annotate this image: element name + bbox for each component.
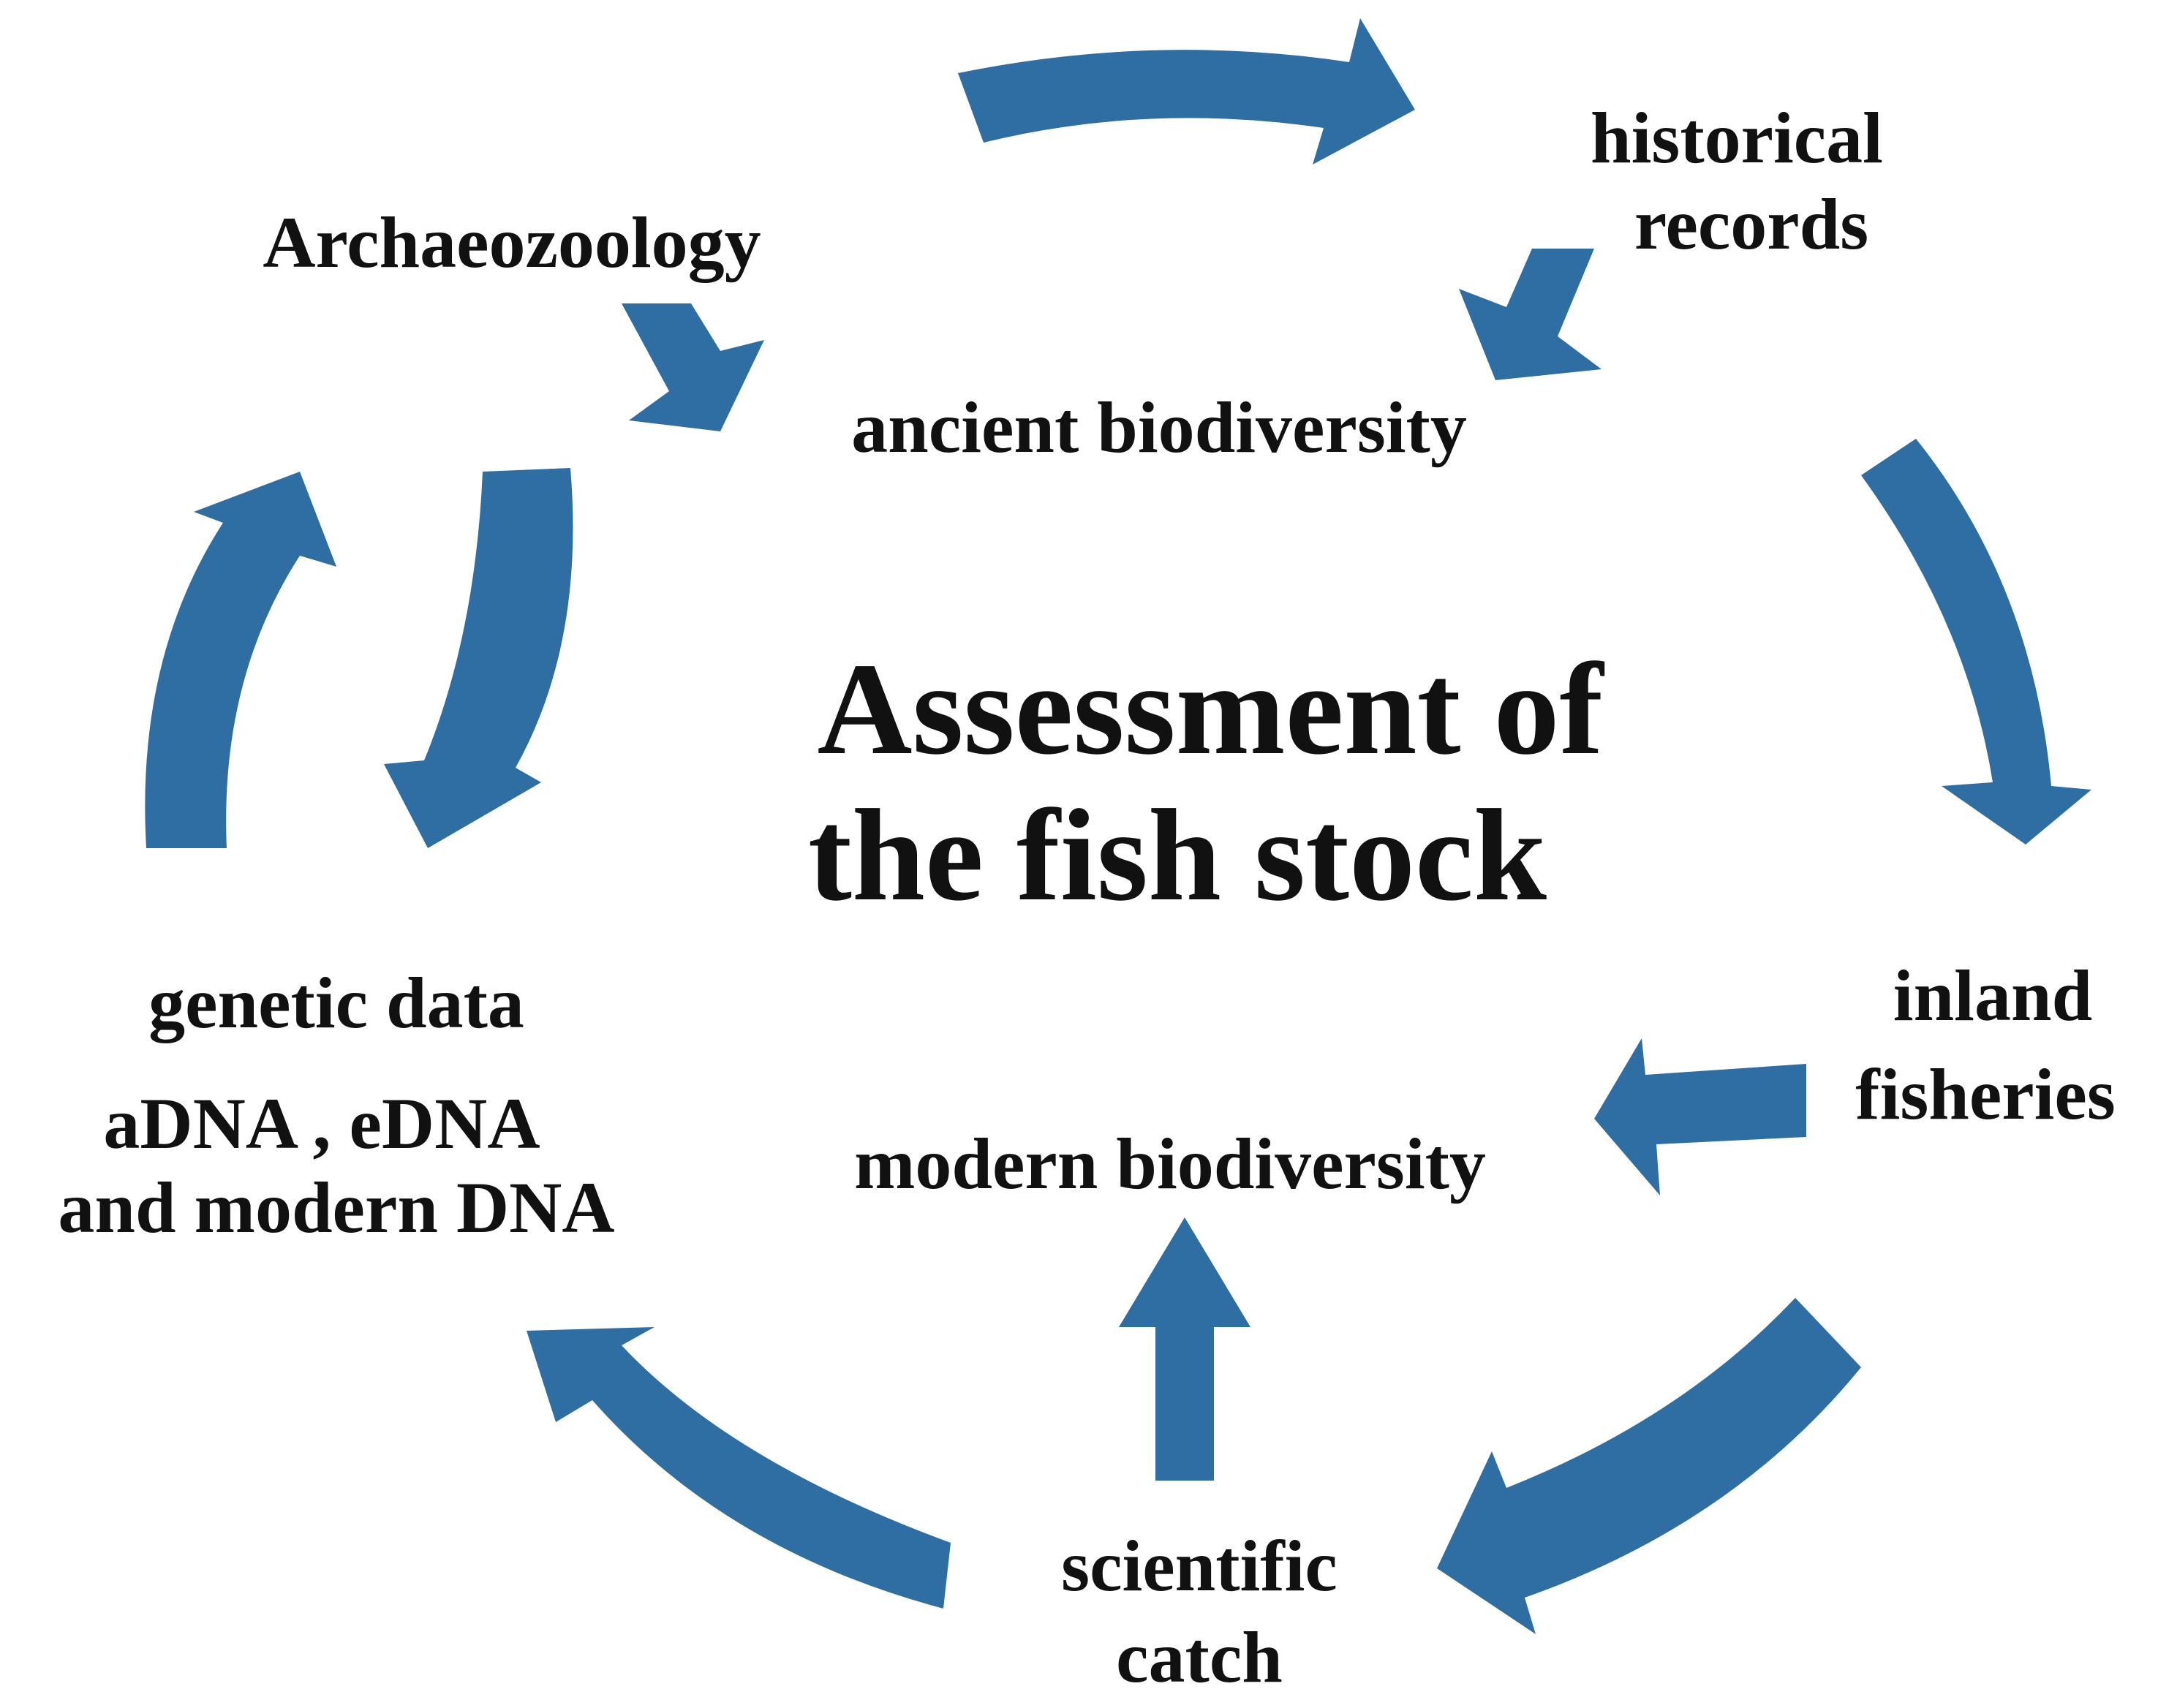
label-scientific-catch-line1: scientific: [1061, 1525, 1338, 1606]
arrow-archaeozoology-to-genetic: [384, 468, 573, 848]
arrow-scientific-catch-to-genetic: [527, 1327, 951, 1609]
label-genetic-data: genetic data: [148, 962, 524, 1043]
label-inland-fisheries-line2: fisheries: [1855, 1054, 2115, 1135]
center-title-line1: Assessment of: [818, 636, 1605, 782]
label-archaeozoology: Archaeozoology: [263, 202, 761, 283]
arrow-archaeozoology-to-ancient: [622, 303, 764, 431]
label-inland-fisheries-line1: inland: [1893, 955, 2092, 1036]
label-genetic-adna-edna: aDNA , eDNA: [103, 1083, 540, 1164]
label-modern-biodiversity: modern biodiversity: [854, 1123, 1486, 1204]
label-ancient-biodiversity: ancient biodiversity: [851, 387, 1467, 468]
arrow-scientific-catch-to-modern: [1119, 1217, 1250, 1481]
arrow-archaeozoology-to-historical: [958, 18, 1415, 165]
label-genetic-modern-dna: and modern DNA: [58, 1167, 614, 1248]
arrow-inland-to-modern: [1594, 1038, 1806, 1195]
arrow-historical-to-ancient: [1459, 249, 1601, 380]
label-historical-records-line2: records: [1634, 184, 1868, 265]
label-scientific-catch-line2: catch: [1116, 1617, 1283, 1698]
label-historical-records-line1: historical: [1591, 97, 1883, 178]
arrow-lower-right-to-scientific-catch: [1437, 1298, 1861, 1634]
arrow-ancient-to-inland: [1861, 439, 2091, 844]
center-title-line2: the fish stock: [808, 782, 1547, 928]
arrow-genetic-to-archaeozoology: [145, 472, 337, 848]
